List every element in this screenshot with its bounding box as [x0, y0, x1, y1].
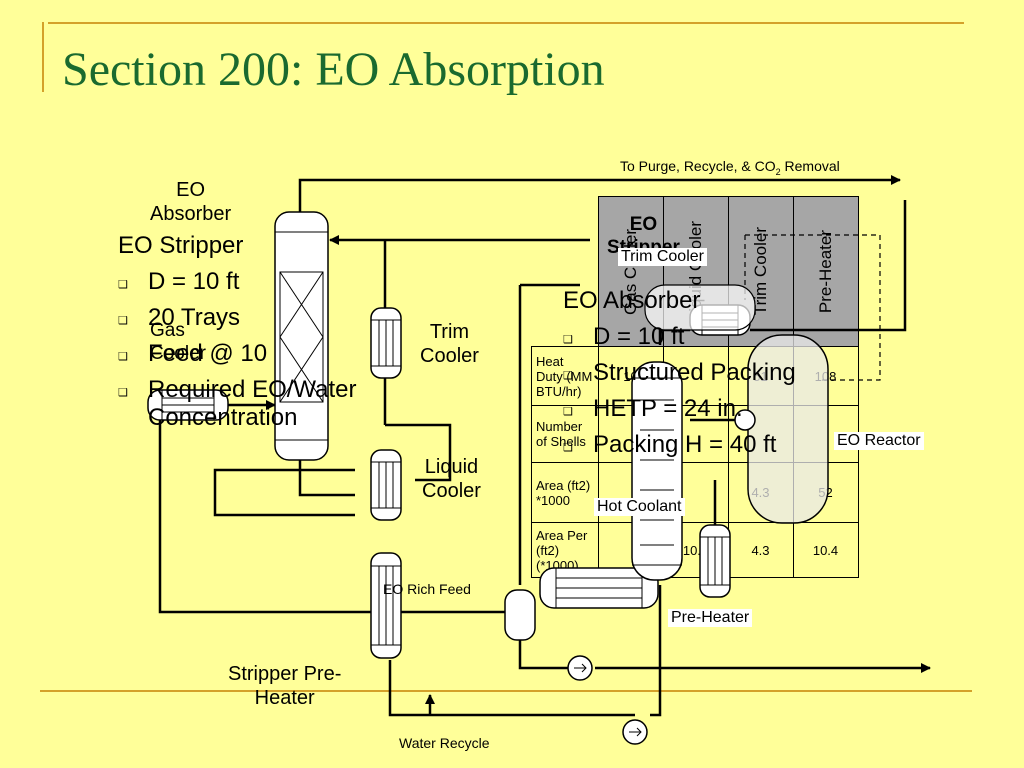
bullet-icon: ❑ — [118, 315, 128, 327]
trim-cooler-label-line2: Cooler — [420, 345, 479, 367]
stripper-spec-heading: EO Stripper — [118, 232, 244, 259]
eo-rich-feed-label: EO Rich Feed — [383, 581, 471, 597]
eo-reactor-box-label: EO Reactor — [834, 432, 924, 450]
pipe-cooler-loop — [213, 468, 355, 517]
pipe-gas-feed-lower — [158, 405, 375, 614]
purge-label-text: To Purge, Recycle, & CO — [620, 158, 776, 174]
list-item-text: 20 Trays — [148, 304, 241, 331]
absorber-spec-heading: EO Absorber — [563, 287, 701, 314]
preheater-exchanger — [699, 524, 731, 598]
list-item: ❑ Packing H = 40 ft — [563, 431, 893, 459]
pump-icon — [622, 719, 648, 745]
slide-title: Section 200: EO Absorption — [62, 43, 605, 96]
purge-label-tail: Removal — [780, 158, 840, 174]
trim-cooler-exchanger — [370, 307, 402, 379]
purge-label-subscript: 2 — [775, 166, 781, 177]
list-item: ❑ Feed @ 10 — [118, 340, 448, 368]
list-item-text: D = 10 ft — [148, 268, 240, 295]
absorber-spec-list: EO Absorber ❑ D = 10 ft ❑ Structured Packi… — [563, 287, 893, 459]
eo-absorber-column — [274, 211, 329, 461]
list-item-text: D = 10 ft — [593, 323, 685, 350]
pipe-purge-outlet — [298, 175, 901, 212]
reflux-drum — [644, 284, 756, 331]
flash-drum — [504, 589, 536, 641]
bullet-icon: ❑ — [118, 387, 128, 399]
bottom-rule — [40, 690, 972, 692]
list-item-text: Feed @ 10 — [148, 340, 268, 367]
liquid-cooler-label-line2: Cooler — [422, 480, 481, 502]
eo-absorber-label: EO Absorber — [150, 178, 231, 226]
list-item-text: Structured Packing — [593, 359, 796, 386]
trim-cooler-box-label: Trim Cooler — [618, 248, 707, 266]
bullet-icon: ❑ — [563, 370, 573, 382]
preheater-box-label: Pre-Heater — [668, 609, 753, 627]
pipe-liquid-cooler-out — [385, 423, 452, 482]
pump-icon — [734, 409, 756, 431]
eo-absorber-label-line2: Absorber — [150, 203, 232, 225]
stripper-spec-list: EO Stripper ❑ D = 10 ft ❑ 20 Trays ❑ Feed @… — [118, 232, 448, 432]
table-header-cell: Pre-Heater — [792, 196, 859, 347]
bullet-icon: ❑ — [118, 351, 128, 363]
purge-label: To Purge, Recycle, & CO2 Removal — [620, 158, 840, 178]
pipe-absorber-bottoms — [298, 460, 355, 497]
bullet-icon: ❑ — [563, 442, 573, 454]
gas-cooler-exchanger — [147, 389, 229, 421]
list-item: ❑ HETP = 24 in. — [563, 395, 893, 423]
trim-cooler-label: Trim Cooler — [420, 320, 479, 368]
liquid-cooler-label-line1: Liquid — [424, 456, 479, 478]
eo-stripper-label-line1: EO — [629, 214, 658, 235]
liquid-cooler-exchanger — [370, 449, 402, 521]
bullet-icon: ❑ — [118, 279, 128, 291]
hot-coolant-box-label: Hot Coolant — [594, 498, 685, 516]
stripper-preheater-label-line2: Heater — [254, 687, 315, 709]
table-cell: 10.4 — [792, 522, 859, 578]
list-item: ❑ D = 10 ft — [118, 268, 448, 296]
list-item: ❑ Structured Packing — [563, 359, 893, 387]
stripper-preheater-label-line1: Stripper Pre- — [228, 663, 342, 685]
bullet-icon: ❑ — [563, 406, 573, 418]
bullet-icon: ❑ — [563, 334, 573, 346]
pipe-recycle-pump-out — [650, 585, 662, 717]
list-item-text: HETP = 24 in. — [593, 395, 743, 422]
list-item: ❑ D = 10 ft — [563, 323, 893, 351]
list-item: ❑ Required EO/Water Concentration — [118, 376, 448, 432]
eo-stripper-column — [631, 361, 683, 581]
list-item: ❑ 20 Trays — [118, 304, 448, 332]
pipe-drum-outlet — [518, 640, 580, 670]
list-item-text: Required EO/Water Concentration — [148, 376, 357, 431]
list-item-text: Packing H = 40 ft — [593, 431, 777, 458]
table-row-label: Area (ft2) *1000 — [531, 462, 599, 523]
trim-cooler-label-line1: Trim — [429, 321, 470, 343]
table-row-label: Heat Duty (MM BTU/hr) — [531, 346, 599, 406]
liquid-cooler-label: Liquid Cooler — [422, 455, 481, 503]
stripper-preheater-exchanger — [370, 552, 402, 659]
pipe-trim-out — [750, 200, 907, 332]
pipe-coolant-dashed — [745, 234, 881, 381]
eo-absorber-label-line1: EO — [176, 179, 206, 201]
table-row-label: Number of Shells — [531, 405, 599, 463]
stripper-preheater-label: Stripper Pre- Heater — [228, 662, 341, 710]
gas-cooler-label: Gas Cooler — [150, 320, 206, 366]
left-rule — [42, 22, 44, 92]
table-header-cell: Trim Cooler — [727, 196, 794, 347]
gas-cooler-label-line1: Gas — [150, 320, 185, 341]
top-rule — [48, 22, 964, 24]
pipe-water-recycle — [388, 660, 635, 717]
pump-icon — [567, 655, 593, 681]
water-recycle-label: Water Recycle — [399, 735, 490, 751]
gas-cooler-label-line2: Cooler — [150, 342, 206, 364]
